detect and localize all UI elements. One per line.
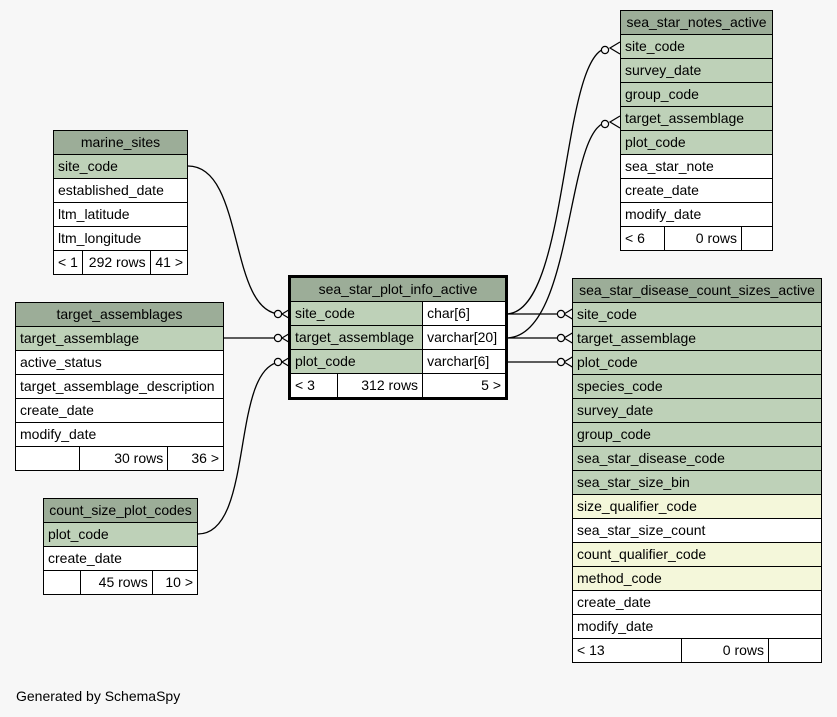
column-species-code[interactable]: species_code (572, 374, 822, 399)
column-active-status[interactable]: active_status (15, 350, 224, 375)
column-modify-date[interactable]: modify_date (15, 422, 224, 447)
table-count-size-plot-codes[interactable]: count_size_plot_codes plot_code create_d… (43, 498, 199, 595)
column-target-assemblage[interactable]: target_assemblage (15, 326, 224, 351)
parents-count[interactable]: < 6 (619, 226, 666, 251)
column-group-code[interactable]: group_code (620, 82, 773, 107)
column-create-date[interactable]: create_date (620, 178, 773, 203)
column-target-assemblage[interactable]: target_assemblage (620, 106, 773, 131)
column-count-qualifier-code[interactable]: count_qualifier_code (572, 542, 822, 567)
parents-count (43, 570, 81, 595)
column-create-date[interactable]: create_date (43, 546, 198, 571)
row-count: 0 rows (681, 638, 769, 663)
column-site-code[interactable]: site_code (289, 301, 424, 326)
edge-plot-codes-to-plot-info (197, 361, 281, 535)
row-count: 312 rows (336, 373, 424, 398)
table-title[interactable]: marine_sites (53, 130, 188, 155)
optional-marker (556, 357, 566, 367)
children-count (768, 638, 822, 663)
column-type: char[6] (422, 301, 506, 326)
column-sea-star-size-bin[interactable]: sea_star_size_bin (572, 470, 822, 495)
column-target-assemblage[interactable]: target_assemblage (572, 326, 822, 351)
edge-marine-sites-to-plot-info (187, 165, 281, 315)
children-count[interactable]: 41 > (149, 250, 189, 275)
optional-marker (600, 45, 610, 55)
column-plot-code[interactable]: plot_code (572, 350, 822, 375)
table-title[interactable]: sea_star_disease_count_sizes_active (572, 278, 822, 303)
crowfoot-notes-site (608, 41, 621, 55)
column-plot-code[interactable]: plot_code (43, 522, 198, 547)
column-create-date[interactable]: create_date (15, 398, 224, 423)
column-sea-star-size-count[interactable]: sea_star_size_count (572, 518, 822, 543)
table-sea-star-disease-count-sizes-active[interactable]: sea_star_disease_count_sizes_active site… (572, 278, 822, 663)
optional-marker (273, 357, 283, 367)
parents-count (15, 446, 80, 471)
column-site-code[interactable]: site_code (572, 302, 822, 327)
edge-plot-info-to-notes-assemblage (505, 121, 609, 339)
optional-marker (556, 309, 566, 319)
optional-marker (556, 333, 566, 343)
column-target-assemblage-description[interactable]: target_assemblage_description (15, 374, 224, 399)
crowfoot-notes-assemblage (608, 115, 621, 129)
table-sea-star-plot-info-active[interactable]: sea_star_plot_info_active site_code char… (288, 275, 508, 400)
row-count: 292 rows (82, 250, 151, 275)
column-ltm-longitude[interactable]: ltm_longitude (53, 226, 188, 251)
row-count: 45 rows (80, 570, 153, 595)
generated-by-footer: Generated by SchemaSpy (16, 688, 181, 704)
optional-marker (273, 309, 283, 319)
children-count[interactable]: 10 > (151, 570, 199, 595)
table-title[interactable]: count_size_plot_codes (43, 498, 198, 523)
column-type: varchar[6] (422, 349, 506, 374)
column-ltm-latitude[interactable]: ltm_latitude (53, 202, 188, 227)
table-marine-sites[interactable]: marine_sites site_code established_date … (52, 130, 189, 275)
edge-plot-info-to-notes-site (505, 47, 609, 315)
column-sea-star-disease-code[interactable]: sea_star_disease_code (572, 446, 822, 471)
children-count[interactable]: 36 > (167, 446, 224, 471)
column-type: varchar[20] (422, 325, 506, 350)
children-count[interactable]: 5 > (422, 373, 506, 398)
optional-marker (273, 333, 283, 343)
column-method-code[interactable]: method_code (572, 566, 822, 591)
column-modify-date[interactable]: modify_date (620, 202, 773, 227)
parents-count[interactable]: < 13 (572, 638, 682, 663)
parents-count[interactable]: < 3 (290, 373, 338, 398)
table-target-assemblages[interactable]: target_assemblages target_assemblage act… (15, 302, 224, 471)
column-site-code[interactable]: site_code (620, 34, 773, 59)
row-count: 30 rows (78, 446, 169, 471)
column-sea-star-note[interactable]: sea_star_note (620, 154, 773, 179)
column-create-date[interactable]: create_date (572, 590, 822, 615)
table-title[interactable]: sea_star_notes_active (620, 10, 773, 35)
column-plot-code[interactable]: plot_code (289, 349, 424, 374)
column-survey-date[interactable]: survey_date (620, 58, 773, 83)
column-plot-code[interactable]: plot_code (620, 130, 773, 155)
column-target-assemblage[interactable]: target_assemblage (289, 325, 424, 350)
column-established-date[interactable]: established_date (53, 178, 188, 203)
column-modify-date[interactable]: modify_date (572, 614, 822, 639)
table-sea-star-notes-active[interactable]: sea_star_notes_active site_code survey_d… (619, 10, 773, 251)
column-group-code[interactable]: group_code (572, 422, 822, 447)
parents-count[interactable]: < 1 (52, 250, 84, 275)
table-title[interactable]: target_assemblages (15, 302, 224, 327)
row-count: 0 rows (664, 226, 742, 251)
children-count (741, 226, 773, 251)
column-size-qualifier-code[interactable]: size_qualifier_code (572, 494, 822, 519)
column-survey-date[interactable]: survey_date (572, 398, 822, 423)
column-site-code[interactable]: site_code (53, 154, 188, 179)
table-title[interactable]: sea_star_plot_info_active (290, 277, 506, 302)
optional-marker (600, 119, 610, 129)
